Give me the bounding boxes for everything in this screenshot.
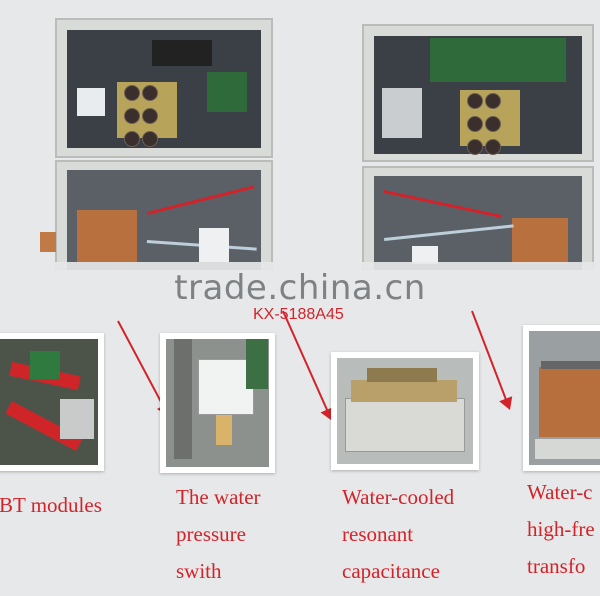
right-cabinet-lower (362, 166, 594, 270)
capacitor-bank (123, 84, 173, 153)
capacitor-bank-right (466, 92, 516, 161)
copper-busbar (40, 232, 56, 252)
photo-igbt-modules (0, 333, 104, 471)
model-label: KX-5188A45 (253, 306, 344, 323)
arrow-capacitance (282, 310, 332, 420)
label-resonant-capacitance: Water-cooled resonant capacitance (342, 485, 455, 583)
right-cabinet-upper (362, 24, 594, 162)
photo-resonant-capacitance (331, 352, 479, 470)
left-cabinet-upper (55, 18, 273, 158)
photo-water-pressure-switch (160, 333, 275, 473)
watermark-text: trade.china.cn (174, 268, 426, 308)
watermark-band (0, 262, 600, 306)
left-cabinet-lower (55, 160, 273, 270)
label-water-pressure-switch: The water pressure swith (176, 485, 261, 583)
label-transformer: Water-c high-fre transfo (527, 480, 595, 578)
photo-high-frequency-transformer (523, 325, 600, 471)
label-igbt-modules: BT modules (0, 493, 102, 517)
